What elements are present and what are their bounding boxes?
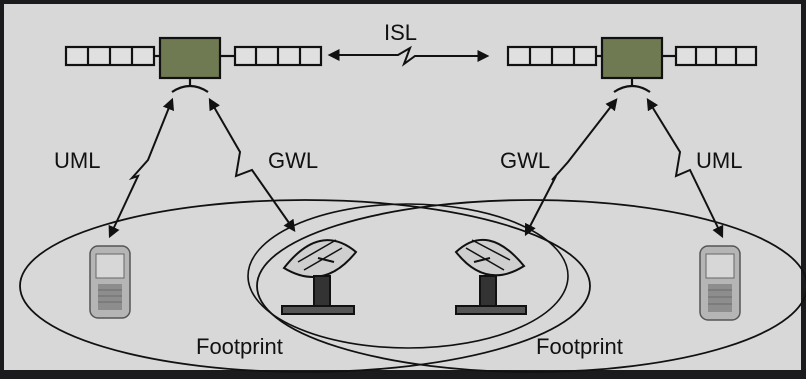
mobile-phone-right-icon [699, 245, 741, 321]
isl-link-arrow [327, 45, 490, 67]
gwl-right-label: GWL [500, 148, 550, 173]
gwl-left-label: GWL [268, 148, 318, 173]
uml-left-label: UML [54, 148, 100, 173]
isl-label: ISL [384, 20, 417, 45]
footprint-right-label: Footprint [536, 334, 623, 359]
ground-station-dish-left-icon [281, 239, 358, 315]
footprint-left-ellipse [19, 199, 591, 373]
gwl-link-left-arrow [208, 97, 296, 232]
overlap-ellipse [247, 203, 569, 349]
solar-panel-left-b [233, 45, 323, 67]
uml-link-left-arrow [108, 97, 175, 239]
antenna-left [171, 84, 209, 93]
satellite-left [64, 36, 323, 93]
solar-panel-left-a [64, 45, 156, 67]
gwl-link-right-arrow [524, 98, 618, 237]
satellite-right [506, 36, 758, 93]
ground-station-dish-right-icon [454, 238, 527, 315]
uml-link-right-arrow [646, 97, 724, 239]
satellite-body-left [158, 36, 222, 80]
mobile-phone-left-icon [89, 245, 131, 319]
satellite-body-right [600, 36, 664, 80]
footprint-left-label: Footprint [196, 334, 283, 359]
solar-panel-right-a [506, 45, 598, 67]
uml-right-label: UML [696, 148, 742, 173]
solar-panel-right-b [674, 45, 758, 67]
antenna-right [613, 84, 651, 93]
